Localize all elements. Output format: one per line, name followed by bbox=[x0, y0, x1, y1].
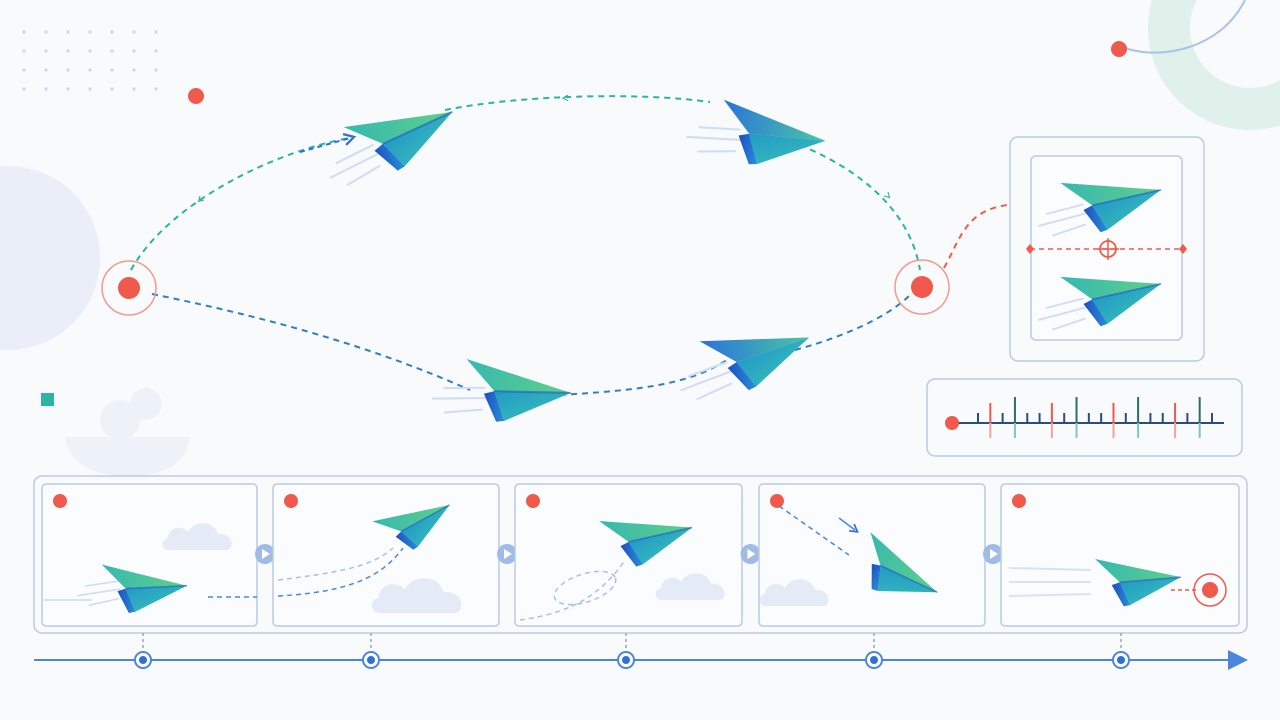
grid-dot bbox=[110, 49, 114, 53]
grid-dot bbox=[132, 30, 136, 34]
grid-dot bbox=[44, 30, 48, 34]
speed-line bbox=[1008, 593, 1092, 597]
frame-status-dot bbox=[53, 494, 67, 508]
frame-status-dot bbox=[770, 494, 784, 508]
path-bottom-right bbox=[794, 294, 911, 351]
target-node-icon bbox=[1193, 573, 1227, 607]
ruler-ticks bbox=[977, 397, 1213, 438]
storyboard-frame bbox=[33, 475, 1248, 634]
grid-dot bbox=[88, 68, 92, 72]
speed-line bbox=[1008, 567, 1092, 571]
timeline-marker-icon[interactable] bbox=[362, 633, 380, 669]
grid-dot bbox=[88, 87, 92, 91]
grid-dot bbox=[132, 87, 136, 91]
grid-dot bbox=[154, 87, 158, 91]
grid-dot bbox=[110, 30, 114, 34]
deco-red-dot-top-left bbox=[188, 88, 204, 104]
deco-arc bbox=[1124, 0, 1246, 54]
paper-plane-icon bbox=[324, 92, 466, 191]
storyboard-frame-3[interactable] bbox=[514, 483, 743, 627]
grid-dot bbox=[88, 30, 92, 34]
grid-dot bbox=[132, 49, 136, 53]
frame-path bbox=[277, 547, 404, 597]
guide-handle-left[interactable] bbox=[1026, 244, 1034, 254]
direction-arrow bbox=[838, 517, 859, 533]
storyboard-frame-5[interactable] bbox=[1000, 483, 1240, 627]
grid-dot bbox=[66, 30, 70, 34]
paper-plane-icon bbox=[676, 318, 818, 403]
grid-dot bbox=[44, 49, 48, 53]
storyboard bbox=[33, 475, 1248, 634]
frame-path bbox=[277, 547, 394, 581]
grid-dot bbox=[66, 68, 70, 72]
storyboard-frame-4[interactable] bbox=[758, 483, 986, 627]
play-arrow-icon[interactable] bbox=[255, 544, 275, 564]
deco-mint-ring-inner bbox=[1190, 0, 1280, 88]
loop-path bbox=[553, 570, 617, 606]
deco-teal-square bbox=[41, 393, 54, 406]
grid-dot bbox=[22, 68, 26, 72]
loop-planes bbox=[324, 92, 830, 433]
path-left-down bbox=[151, 293, 471, 391]
deco-dot-grid bbox=[22, 30, 158, 91]
guide-handle-right[interactable] bbox=[1179, 244, 1187, 254]
grid-dot bbox=[132, 68, 136, 72]
right-target-node bbox=[894, 259, 950, 315]
grid-dot bbox=[22, 49, 26, 53]
timeline bbox=[34, 633, 1248, 670]
timeline-marker-icon[interactable] bbox=[617, 633, 635, 669]
grid-dot bbox=[154, 49, 158, 53]
left-origin-node bbox=[101, 260, 157, 316]
deco-blue-blob bbox=[0, 166, 100, 350]
paper-plane-icon bbox=[430, 357, 575, 433]
timeline-marker-icon[interactable] bbox=[134, 633, 152, 669]
grid-dot bbox=[44, 87, 48, 91]
path-top bbox=[444, 95, 711, 111]
grid-dot bbox=[66, 49, 70, 53]
frame-status-dot bbox=[526, 494, 540, 508]
frame-status-dot bbox=[284, 494, 298, 508]
path-left-up bbox=[130, 137, 351, 271]
grid-dot bbox=[88, 49, 92, 53]
grid-dot bbox=[110, 68, 114, 72]
timeline-marker-icon[interactable] bbox=[1112, 633, 1130, 669]
frame-border bbox=[41, 483, 258, 627]
frame-path bbox=[519, 559, 626, 621]
flight-loop-paths bbox=[130, 94, 1009, 396]
path-bottom bbox=[559, 349, 741, 396]
storyboard-frame-1[interactable] bbox=[41, 483, 258, 627]
path-to-detail-panel bbox=[943, 204, 1009, 269]
play-arrow-icon[interactable] bbox=[740, 544, 761, 564]
frame-status-dot bbox=[1012, 494, 1026, 508]
grid-dot bbox=[110, 87, 114, 91]
background-decor bbox=[0, 0, 1280, 476]
target-node-core bbox=[1202, 582, 1218, 598]
grid-dot bbox=[22, 30, 26, 34]
deco-cloud-shadow bbox=[65, 388, 190, 476]
grid-dot bbox=[154, 68, 158, 72]
ruler-start-dot[interactable] bbox=[945, 416, 959, 430]
paper-plane-icon bbox=[683, 99, 830, 179]
deco-red-dot-top-right bbox=[1111, 41, 1127, 57]
detail-panel bbox=[1009, 136, 1205, 362]
storyboard-frame-2[interactable] bbox=[272, 483, 500, 627]
grid-dot bbox=[154, 30, 158, 34]
tick-ruler-panel bbox=[926, 378, 1243, 457]
grid-dot bbox=[44, 68, 48, 72]
play-arrow-icon[interactable] bbox=[983, 544, 1003, 564]
grid-dot bbox=[22, 87, 26, 91]
path-right-down bbox=[799, 144, 921, 271]
grid-dot bbox=[66, 87, 70, 91]
path-arrow-left bbox=[197, 195, 205, 203]
play-arrow-icon[interactable] bbox=[497, 544, 517, 564]
crosshair-icon bbox=[1097, 238, 1119, 260]
timeline-marker-icon[interactable] bbox=[865, 633, 883, 669]
